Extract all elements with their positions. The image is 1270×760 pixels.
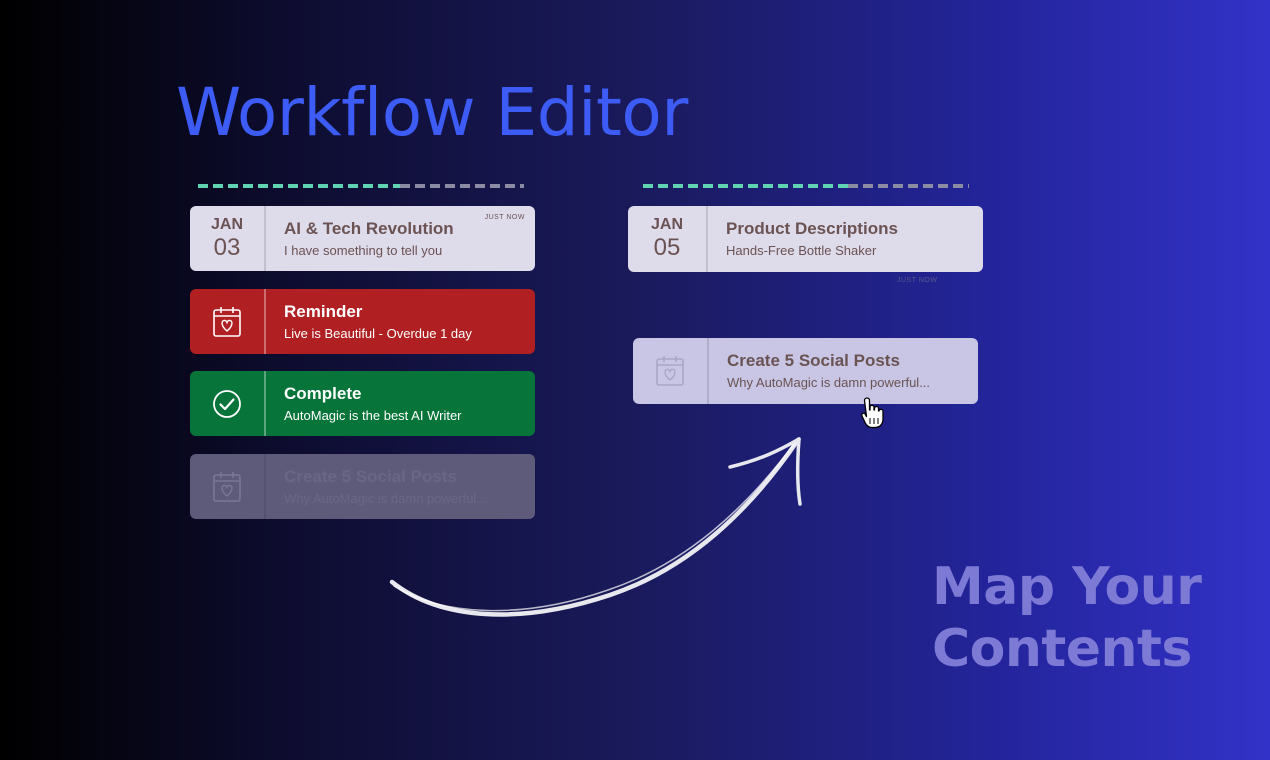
card-title: Product Descriptions <box>726 219 898 238</box>
task-card-dragging[interactable]: Create 5 Social Posts Why AutoMagic is d… <box>633 338 978 404</box>
hand-cursor-icon <box>861 397 884 429</box>
date-block: JAN 05 <box>628 206 708 272</box>
calendar-heart-icon <box>213 471 241 502</box>
progress-bar-left-fill <box>198 184 400 188</box>
card-title: AI & Tech Revolution <box>284 218 454 238</box>
card-title: Create 5 Social Posts <box>284 466 457 486</box>
card-subtitle: I have something to tell you <box>284 242 443 258</box>
task-card-placeholder: Create 5 Social Posts Why AutoMagic is d… <box>190 454 535 519</box>
page-title: Workflow Editor <box>176 74 688 151</box>
task-card-product-descriptions[interactable]: JAN 05 Product Descriptions Hands-Free B… <box>628 206 983 272</box>
task-card-complete[interactable]: Complete AutoMagic is the best AI Writer <box>190 371 535 436</box>
task-card-ai-tech[interactable]: JAN 03 AI & Tech Revolution I have somet… <box>190 206 535 271</box>
card-title: Complete <box>284 383 362 403</box>
progress-bar-left <box>198 184 524 188</box>
check-circle-icon <box>213 389 241 418</box>
date-block: JAN 03 <box>190 206 266 271</box>
card-subtitle: Why AutoMagic is damn powerful... <box>284 490 488 506</box>
progress-bar-right-remaining <box>848 184 969 188</box>
progress-bar-left-remaining <box>400 184 524 188</box>
timestamp-badge: JUST NOW <box>484 214 525 221</box>
date-month: JAN <box>210 215 243 233</box>
date-month: JAN <box>650 216 683 233</box>
calendar-heart-icon <box>213 306 241 337</box>
tagline-line-2: Contents <box>932 619 1192 679</box>
tagline: Map Your Contents <box>932 556 1202 680</box>
card-title: Create 5 Social Posts <box>727 351 900 370</box>
card-subtitle: Live is Beautiful - Overdue 1 day <box>284 325 472 341</box>
date-day: 05 <box>653 234 681 261</box>
card-subtitle: AutoMagic is the best AI Writer <box>284 407 462 423</box>
card-subtitle: Hands-Free Bottle Shaker <box>726 243 877 258</box>
progress-bar-right <box>643 184 969 188</box>
tagline-line-1: Map Your <box>932 557 1202 617</box>
timestamp-badge: JUST NOW <box>897 277 938 284</box>
task-card-reminder[interactable]: Reminder Live is Beautiful - Overdue 1 d… <box>190 289 535 354</box>
card-title: Reminder <box>284 301 363 321</box>
date-day: 03 <box>213 233 241 261</box>
calendar-heart-icon <box>656 356 684 386</box>
card-subtitle: Why AutoMagic is damn powerful... <box>727 375 931 390</box>
curved-arrow-icon <box>389 437 802 617</box>
progress-bar-right-fill <box>643 184 848 188</box>
